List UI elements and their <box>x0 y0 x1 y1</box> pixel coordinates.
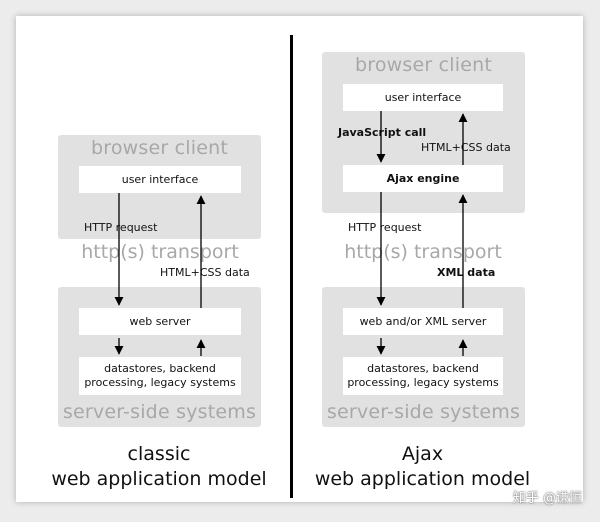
ajax-datastores-line2: processing, legacy systems <box>347 376 499 389</box>
ajax-title-line1: Ajax <box>401 443 444 465</box>
ajax-server-side-label: server-side systems <box>326 401 521 423</box>
ajax-xml-data-label: XML data <box>437 266 496 279</box>
ajax-user-interface-box: user interface <box>343 84 503 111</box>
ajax-browser-client-label: browser client <box>354 54 493 76</box>
watermark: 知乎 @谦恒 <box>512 491 582 506</box>
ajax-html-css-label: HTML+CSS data <box>421 141 511 154</box>
ajax-datastores-box: datastores, backend processing, legacy s… <box>343 357 503 395</box>
classic-title-line1: classic <box>127 443 191 465</box>
ajax-javascript-call-label: JavaScript call <box>338 126 427 139</box>
ajax-model-title: Ajax web application model <box>300 442 545 492</box>
ajax-http-request-label: HTTP request <box>348 221 422 234</box>
classic-browser-client-label: browser client <box>90 137 229 159</box>
classic-user-interface-box: user interface <box>79 166 241 193</box>
classic-http-request-label: HTTP request <box>84 221 158 234</box>
classic-html-css-label: HTML+CSS data <box>160 266 250 279</box>
classic-datastores-box: datastores, backend processing, legacy s… <box>79 357 241 395</box>
ajax-title-line2: web application model <box>314 468 531 490</box>
ajax-engine-box: Ajax engine <box>343 165 503 192</box>
classic-server-side-label: server-side systems <box>62 401 257 423</box>
center-divider <box>290 35 293 498</box>
classic-datastores-line1: datastores, backend <box>104 362 216 375</box>
classic-web-server-box: web server <box>79 308 241 335</box>
classic-title-line2: web application model <box>51 468 267 490</box>
ajax-datastores-line1: datastores, backend <box>367 362 479 375</box>
classic-transport-label: http(s) transport <box>81 241 239 263</box>
ajax-web-server-box: web and/or XML server <box>343 308 503 335</box>
classic-model-title: classic web application model <box>40 442 278 492</box>
classic-datastores-line2: processing, legacy systems <box>84 376 236 389</box>
